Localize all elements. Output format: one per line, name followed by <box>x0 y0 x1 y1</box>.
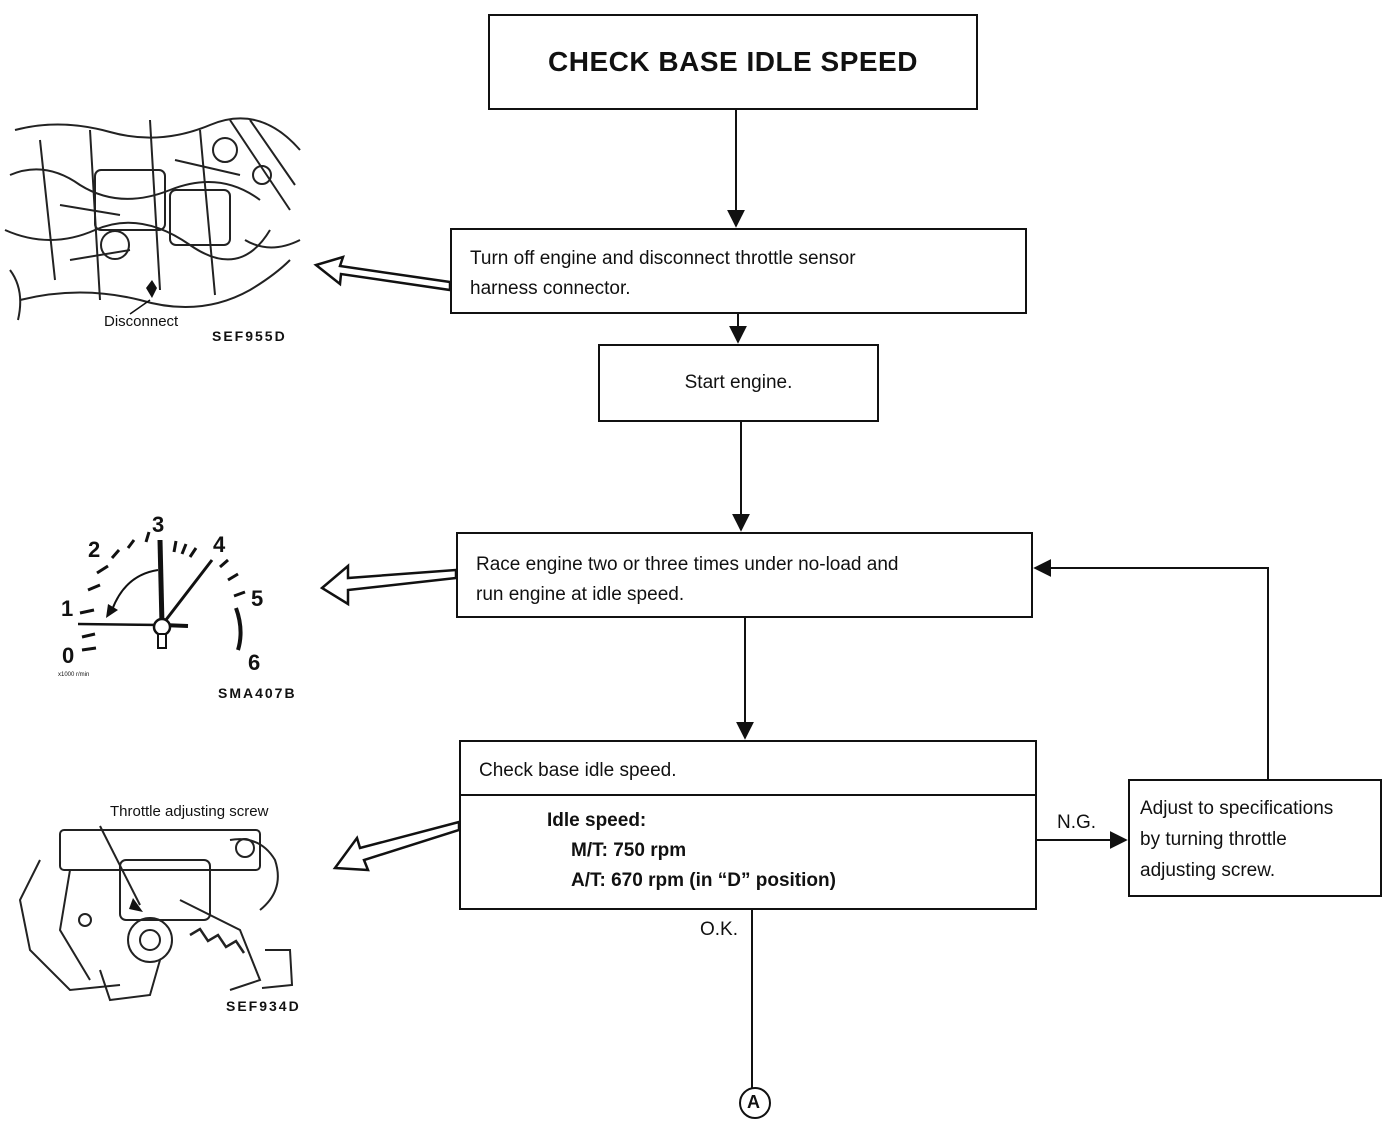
step-check-idle-speed: Check base idle speed. Idle speed: M/T: … <box>459 740 1037 910</box>
tach-tick-4: 4 <box>213 532 226 557</box>
step-adjust-screw: Adjust to specifications by turning thro… <box>1128 779 1382 897</box>
idle-spec-at: A/T: 670 rpm (in “D” position) <box>571 870 836 891</box>
step2-text: Start engine. <box>684 372 793 393</box>
step1-line1: Turn off engine and disconnect throttle … <box>470 248 856 269</box>
step3-line1: Race engine two or three times under no-… <box>476 554 899 575</box>
step-race-engine: Race engine two or three times under no-… <box>456 532 1033 618</box>
ok-label: O.K. <box>700 919 739 940</box>
ng-label: N.G. <box>1057 812 1097 833</box>
tach-figure-code: SMA407B <box>218 685 297 701</box>
tach-scale-note: x1000 r/min <box>58 672 90 678</box>
pointer-arrow-tach <box>319 563 458 607</box>
connector-label: A <box>747 1092 760 1112</box>
throttle-caption: Throttle adjusting screw <box>110 803 269 820</box>
pointer-arrow-engine <box>313 255 452 292</box>
tach-tick-2: 2 <box>88 537 101 562</box>
step4-heading: Check base idle speed. <box>461 742 1035 796</box>
tach-tick-1: 1 <box>61 596 74 621</box>
throttle-figure-code: SEF934D <box>226 998 301 1014</box>
step-start-engine: Start engine. <box>598 344 879 422</box>
idle-spec-title: Idle speed: <box>547 810 647 831</box>
adjust-line1: Adjust to specifications <box>1140 798 1334 819</box>
adjust-line2: by turning throttle <box>1140 829 1287 850</box>
connector-circle <box>739 1087 771 1119</box>
title-box: CHECK BASE IDLE SPEED <box>488 14 978 110</box>
adjust-line3: adjusting screw. <box>1140 860 1276 881</box>
step3-line2: run engine at idle speed. <box>476 584 685 605</box>
tach-tick-3: 3 <box>152 512 165 537</box>
step1-line2: harness connector. <box>470 278 631 299</box>
pointer-arrow-throttle <box>332 820 461 872</box>
idle-spec-mt: M/T: 750 rpm <box>571 840 687 861</box>
engine-caption: Disconnect <box>104 313 179 330</box>
arrow-loop-back <box>1033 559 1269 779</box>
step-disconnect-sensor: Turn off engine and disconnect throttle … <box>450 228 1027 314</box>
idle-spec: Idle speed: M/T: 750 rpm A/T: 670 rpm (i… <box>461 796 1035 896</box>
tach-tick-6: 6 <box>248 650 261 675</box>
tach-tick-0: 0 <box>62 643 75 668</box>
engine-figure-code: SEF955D <box>212 328 287 344</box>
tach-tick-5: 5 <box>251 586 264 611</box>
page-title: CHECK BASE IDLE SPEED <box>548 46 918 77</box>
